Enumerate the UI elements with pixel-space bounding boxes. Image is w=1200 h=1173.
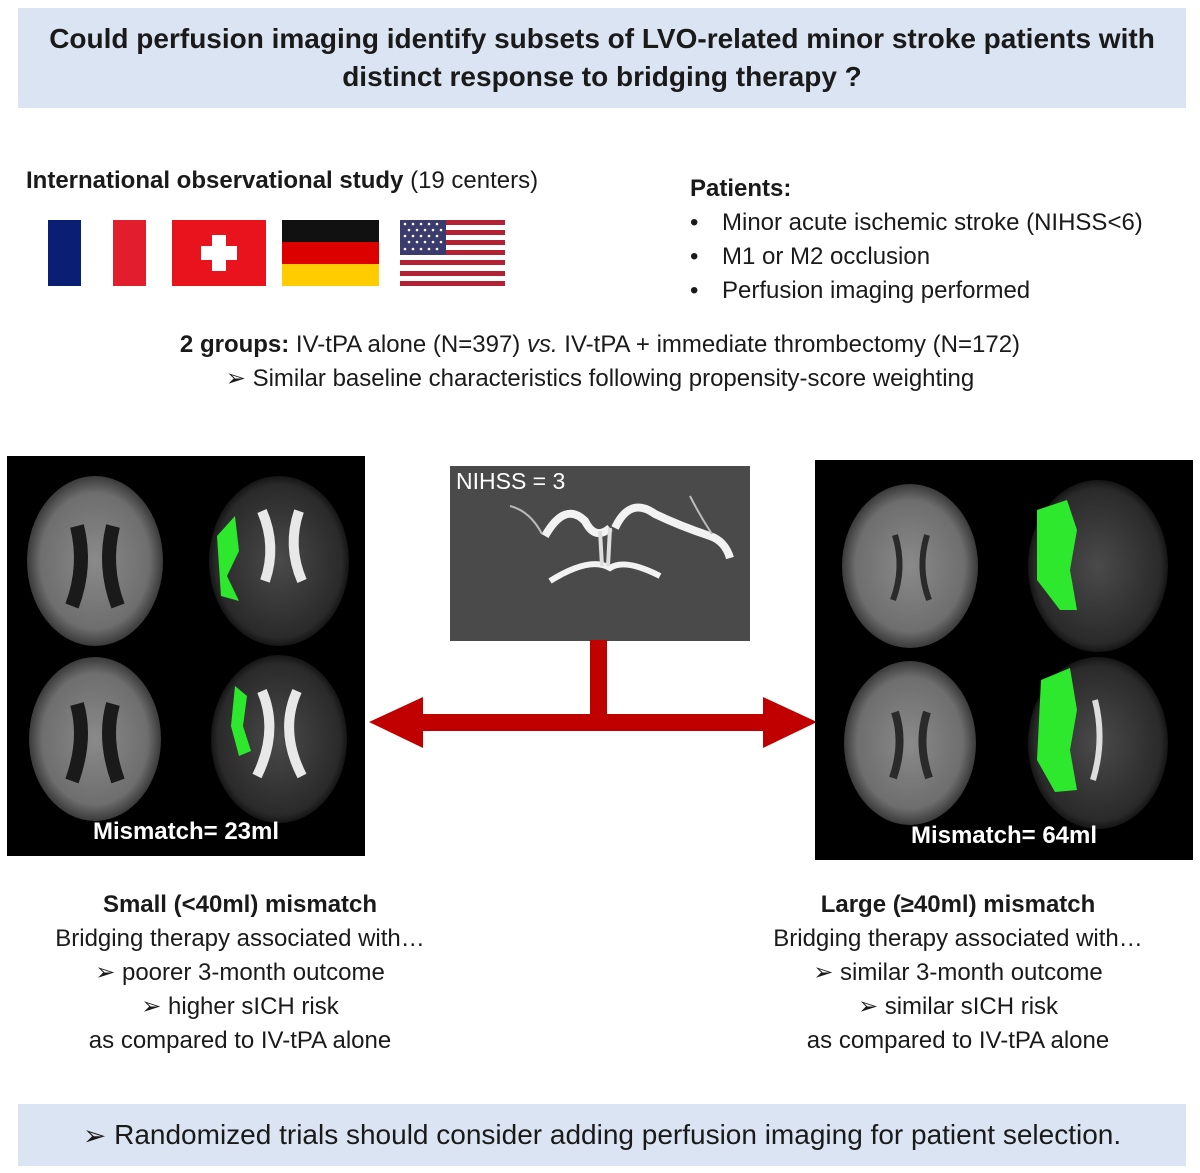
study-label: International observational study — [26, 167, 404, 194]
versus-text: vs. — [526, 331, 558, 358]
groups-line-1: 2 groups: IV-tPA alone (N=397) vs. IV-tP… — [0, 328, 1200, 362]
right-outcome-line-4: as compared to IV-tPA alone — [806, 1027, 1110, 1054]
arrow-bullet-icon: ➢ — [82, 1119, 115, 1151]
left-mri-panel: Mismatch= 23ml — [7, 456, 365, 856]
left-brain-scans-image — [27, 476, 349, 823]
left-outcome: Small (<40ml) mismatch Bridging therapy … — [10, 888, 470, 1058]
left-outcome-line-3: ➢ higher sICH risk — [141, 993, 339, 1020]
patients-heading: Patients: — [690, 175, 792, 202]
baseline-note: Similar baseline characteristics followi… — [252, 365, 975, 392]
nihss-label: NIHSS = 3 — [456, 468, 566, 494]
title-box: Could perfusion imaging identify subsets… — [18, 8, 1186, 108]
left-mismatch-caption: Mismatch= 23ml — [92, 818, 280, 845]
patients-list: Minor acute ischemic stroke (NIHSS<6) M1… — [690, 206, 1143, 308]
groups-description: 2 groups: IV-tPA alone (N=397) vs. IV-tP… — [0, 328, 1200, 396]
right-outcome: Large (≥40ml) mismatch Bridging therapy … — [728, 888, 1188, 1058]
left-arrowhead-icon — [369, 697, 423, 748]
conclusion-text: Randomized trials should consider adding… — [114, 1119, 1122, 1150]
right-brain-scans-image — [842, 480, 1168, 829]
left-outcome-line-4: as compared to IV-tPA alone — [88, 1027, 392, 1054]
angiography-image — [450, 466, 750, 641]
groups-line-2: ➢ Similar baseline characteristics follo… — [0, 362, 1200, 396]
arrow-bullet-icon: ➢ — [813, 959, 840, 986]
group-2: IV-tPA + immediate thrombectomy (N=172) — [557, 331, 1021, 358]
germany-flag-icon — [282, 220, 379, 286]
left-outcome-heading: Small (<40ml) mismatch — [102, 891, 378, 918]
conclusion-box: ➢ Randomized trials should consider addi… — [18, 1104, 1186, 1166]
right-outcome-heading: Large (≥40ml) mismatch — [820, 891, 1096, 918]
right-outcome-line-2: ➢ similar 3-month outcome — [813, 959, 1103, 986]
patients-item: Minor acute ischemic stroke (NIHSS<6) — [690, 206, 1143, 240]
study-description: International observational study (19 ce… — [26, 167, 538, 195]
double-arrow-connector — [369, 640, 817, 748]
patients-item: Perfusion imaging performed — [690, 274, 1143, 308]
right-outcome-line-1: Bridging therapy associated with… — [773, 925, 1143, 952]
title-line-2: distinct response to bridging therapy ? — [342, 61, 862, 92]
title-line-1: Could perfusion imaging identify subsets… — [49, 23, 1155, 54]
patients-item: M1 or M2 occlusion — [690, 240, 1143, 274]
left-outcome-line-2: ➢ poorer 3-month outcome — [95, 959, 385, 986]
right-mismatch-caption: Mismatch= 64ml — [910, 822, 1098, 849]
left-outcome-line-1: Bridging therapy associated with… — [55, 925, 425, 952]
arrow-bullet-icon: ➢ — [95, 959, 122, 986]
france-flag-icon — [48, 220, 146, 286]
groups-label: 2 groups: — [179, 331, 290, 358]
group-1: IV-tPA alone (N=397) — [289, 331, 527, 358]
arrow-bullet-icon: ➢ — [225, 365, 253, 392]
arrow-bullet-icon: ➢ — [857, 993, 885, 1020]
arrow-bullet-icon: ➢ — [141, 993, 169, 1020]
switzerland-flag-icon — [172, 220, 266, 286]
patients-criteria: Patients: Minor acute ischemic stroke (N… — [690, 172, 1143, 308]
right-outcome-line-3: ➢ similar sICH risk — [857, 993, 1059, 1020]
study-centers: (19 centers) — [403, 167, 539, 194]
usa-flag-icon — [400, 220, 505, 286]
center-angiography-panel: NIHSS = 3 — [450, 466, 750, 641]
right-mri-panel: Mismatch= 64ml — [815, 460, 1193, 860]
right-arrowhead-icon — [763, 697, 817, 748]
